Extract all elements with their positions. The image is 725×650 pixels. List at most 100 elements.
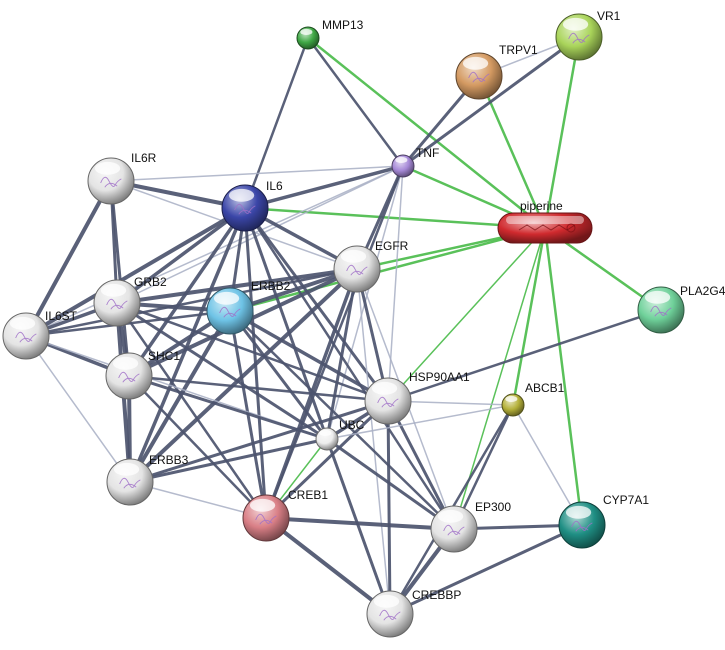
node-ep300[interactable]: EP300 [430,500,511,553]
protein-structure-icon [568,32,590,44]
edge-il6-erbb3 [128,206,247,484]
edge-erbb2-erbb3 [128,309,232,484]
edge-creb1-ep300 [264,516,456,531]
node-label-tnf: TNF [416,146,439,160]
edge-mmp13-il6 [243,36,310,210]
protein-structure-icon [234,203,256,215]
node-label-piperine: piperine [520,199,563,213]
node-hsp90aa1[interactable]: HSP90AA1 [364,370,470,425]
edge-piperine-abcb1 [511,226,547,407]
node-label-pla2g4a: PLA2G4A [680,284,725,298]
edge-piperine-vr1 [543,35,581,230]
node-label-cyp7a1: CYP7A1 [603,493,649,507]
node-piperine[interactable]: piperine [497,199,593,244]
node-erbb2[interactable]: ERBB2 [206,279,291,335]
node-crebbp[interactable]: CREBBP [366,588,461,638]
edge-grb2-ubc [115,301,329,441]
node-label-ubc: UBC [339,418,365,432]
edge-shc1-creb1 [127,374,268,520]
node-creb1[interactable]: CREB1 [242,488,328,542]
edge-il6r-il6st [24,179,113,338]
protein-structure-icon [106,298,128,310]
edge-egfr-il6st [24,267,359,338]
node-mmp13[interactable]: MMP13 [296,18,364,50]
edge-vr1-tnf [401,35,581,168]
node-label-il6: IL6 [266,179,283,193]
node-abcb1[interactable]: ABCB1 [501,381,565,417]
node-piperine-shape [497,212,593,244]
network-edges [24,35,663,616]
edge-hsp90aa1-crebbp [386,399,392,616]
edge-hsp90aa1-pla2g4a [386,308,663,403]
node-label-crebbp: CREBBP [412,588,461,602]
edge-tnf-il6 [243,164,405,210]
edge-abcb1-ubc [326,404,514,440]
node-vr1[interactable]: VR1 [555,9,621,61]
edge-il6r-shc1 [109,179,131,378]
protein-structure-icon [377,396,399,408]
edge-shc1-hsp90aa1 [127,374,390,403]
edge-erbb3-hsp90aa1 [128,399,390,484]
node-tnf[interactable]: TNF [391,146,439,178]
edge-tnf-hsp90aa1 [387,165,404,402]
edge-piperine-erbb2 [228,226,547,313]
protein-structure-icon [119,477,141,489]
node-egfr[interactable]: EGFR [333,239,409,293]
edge-creb1-crebbp [264,516,392,616]
node-label-erbb2: ERBB2 [251,279,291,293]
protein-structure-icon [379,609,401,621]
node-erbb3[interactable]: ERBB3 [106,453,189,506]
node-label-abcb1: ABCB1 [525,381,565,395]
protein-structure-icon [118,371,140,383]
edge-erbb2-hsp90aa1 [228,309,390,403]
protein-structure-icon [571,520,593,532]
protein-structure-icon [443,524,465,536]
edge-il6-il6st [24,206,247,338]
edge-tnf-il6r [110,165,404,182]
edge-egfr-erbb3 [128,267,359,484]
node-label-shc1: SHC1 [148,349,180,363]
protein-structure-icon [650,305,672,317]
node-pla2g4a[interactable]: PLA2G4A [637,284,725,334]
protein-structure-icon [100,176,122,188]
node-trpv1[interactable]: TRPV1 [455,43,538,100]
edge-erbb2-ubc [228,309,329,441]
edge-piperine-cyp7a1 [543,226,584,527]
node-label-vr1: VR1 [597,9,621,23]
edge-hsp90aa1-ep300 [386,399,456,531]
edge-il6st-erbb3 [25,335,131,483]
edge-grb2-creb1 [115,301,268,520]
node-ubc[interactable]: UBC [315,418,365,451]
edge-il6-ep300 [243,206,456,531]
edge-erbb2-ep300 [228,309,456,531]
edge-egfr-grb2 [115,267,359,305]
node-grb2[interactable]: GRB2 [93,275,167,327]
edge-mmp13-tnf [306,36,405,168]
node-il6r[interactable]: IL6R [87,151,157,205]
protein-structure-icon [15,331,37,343]
node-label-grb2: GRB2 [134,275,167,289]
node-il6st[interactable]: IL6ST [2,309,78,360]
node-label-erbb3: ERBB3 [149,453,189,467]
node-label-creb1: CREB1 [288,488,328,502]
node-shc1[interactable]: SHC1 [105,349,180,400]
edge-il6-grb2 [115,206,247,305]
edge-piperine-il6 [243,206,547,230]
protein-structure-icon [468,71,490,83]
edge-crebbp-cyp7a1 [388,523,584,616]
edge-egfr-crebbp [356,268,391,615]
node-il6[interactable]: IL6 [221,179,283,232]
edge-erbb3-ubc [128,437,329,484]
node-label-egfr: EGFR [375,239,409,253]
node-label-trpv1: TRPV1 [499,43,538,57]
node-label-il6st: IL6ST [45,309,78,323]
node-label-ep300: EP300 [475,500,511,514]
protein-structure-icon [219,306,241,318]
node-label-mmp13: MMP13 [322,18,364,32]
edge-ubc-ep300 [325,437,456,531]
edge-il6-ubc [243,206,329,441]
edge-piperine-mmp13 [306,36,547,230]
node-cyp7a1[interactable]: CYP7A1 [558,493,649,549]
